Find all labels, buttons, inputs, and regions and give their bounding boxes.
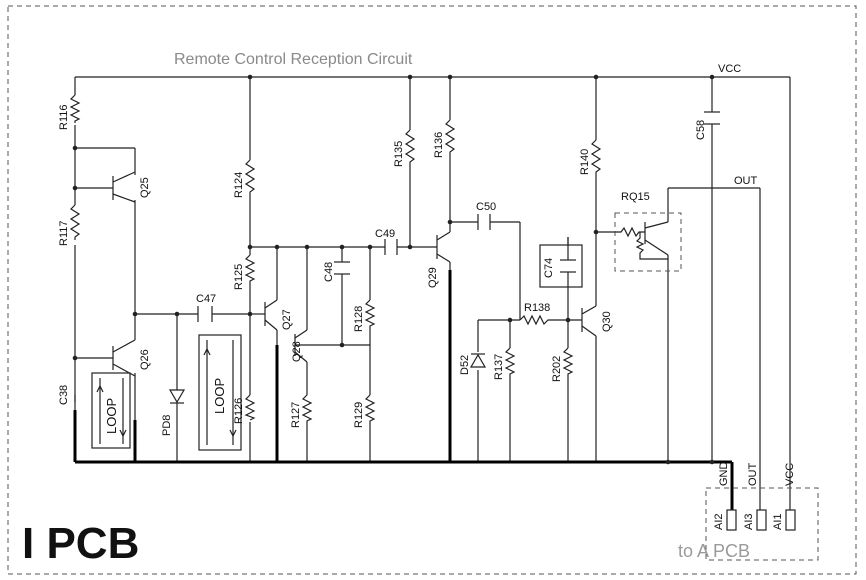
label-D52: D52	[459, 355, 471, 375]
connector-pin-AI3	[756, 509, 767, 531]
connector-pin-AI2	[726, 509, 737, 531]
resistor-R124	[244, 159, 256, 195]
resistor-R140	[590, 139, 602, 175]
connector-signal-vcc: VCC	[784, 463, 796, 486]
capacitors	[74, 111, 720, 402]
ground-rail	[73, 270, 734, 510]
label-PD8: PD8	[161, 415, 173, 436]
net-labels: VCC OUT	[718, 63, 758, 187]
label-Q30: Q30	[601, 311, 613, 332]
resistor-R126	[244, 394, 256, 421]
loop-antenna-right	[198, 334, 242, 451]
component-labels: R116 Q25 R117 Q26 C38 LOOP PD8 C47 LOOP …	[58, 105, 707, 436]
resistor-R125	[244, 254, 256, 285]
transistor-Q25	[112, 171, 136, 203]
connector-pin-label-ai2: AI2	[713, 513, 725, 530]
connector-signal-gnd: GND	[718, 462, 730, 487]
resistor-R138	[519, 314, 555, 326]
resistor-R202	[562, 347, 574, 380]
label-C58: C58	[695, 120, 707, 140]
resistor-R128	[364, 299, 376, 330]
net-label-vcc: VCC	[718, 63, 741, 75]
label-R137: R137	[493, 354, 505, 380]
transistors	[112, 171, 682, 377]
label-R129: R129	[353, 402, 365, 428]
connector-pin-label-ai3: AI3	[743, 513, 755, 530]
label-Q27: Q27	[281, 309, 293, 330]
label-C48: C48	[323, 262, 335, 282]
capacitor-C48	[334, 261, 350, 275]
label-R128: R128	[353, 306, 365, 332]
board-outline	[7, 5, 857, 575]
label-R116: R116	[58, 105, 70, 130]
label-Q25: Q25	[139, 177, 151, 198]
capacitor-C47	[197, 306, 213, 322]
connector-signal-out: OUT	[747, 463, 759, 487]
connector-block	[705, 487, 819, 561]
diagram-title: Remote Control Reception Circuit	[174, 51, 413, 68]
label-R125: R125	[233, 264, 245, 290]
label-R140: R140	[579, 149, 591, 175]
capacitor-C74	[539, 237, 583, 288]
label-R136: R136	[433, 132, 445, 158]
label-R117: R117	[58, 221, 70, 246]
transistor-Q27	[264, 299, 278, 331]
label-C47: C47	[196, 293, 216, 305]
label-R202: R202	[551, 356, 563, 382]
transistor-Q28	[294, 329, 308, 363]
resistor-R135	[404, 129, 416, 165]
resistors	[69, 94, 602, 425]
connector-destination-label: to A PCB	[678, 541, 750, 561]
transistor-Q26	[112, 339, 136, 377]
label-R138: R138	[524, 302, 550, 314]
label-Q29: Q29	[427, 267, 439, 288]
transistor-RQ15	[614, 212, 682, 272]
resistor-R137	[504, 347, 516, 380]
label-R126: R126	[233, 398, 245, 424]
label-R124: R124	[233, 172, 245, 198]
capacitor-C58	[704, 111, 720, 125]
board-label: I PCB	[22, 519, 139, 568]
capacitor-C49	[384, 239, 398, 255]
diode-D52	[469, 353, 487, 368]
net-label-out: OUT	[734, 175, 758, 187]
resistor-R116	[69, 94, 81, 123]
resistor-R117	[69, 204, 81, 240]
label-RQ15: RQ15	[621, 191, 650, 203]
loop-antenna-left	[91, 372, 131, 449]
connector-pin-AI1	[785, 509, 796, 531]
resistor-R136	[444, 119, 456, 155]
label-C38: C38	[58, 385, 70, 405]
label-Q26: Q26	[139, 349, 151, 370]
loop-antennas	[91, 334, 242, 451]
label-loop-right: LOOP	[212, 378, 227, 414]
photodiode-PD8	[168, 385, 186, 405]
label-Q28: Q28	[291, 341, 303, 362]
capacitor-C50	[477, 214, 491, 230]
junctions	[72, 74, 715, 465]
diodes	[168, 353, 487, 405]
connector-labels: GND OUT VCC AI2 AI3 AI1 to A PCB	[678, 462, 796, 562]
resistor-R129	[364, 394, 376, 425]
label-C49: C49	[375, 228, 395, 240]
transistor-Q30	[581, 305, 597, 337]
label-R135: R135	[393, 141, 405, 167]
resistor-R127	[301, 394, 313, 425]
connector-pin-label-ai1: AI1	[772, 513, 784, 530]
label-R127: R127	[290, 402, 302, 428]
label-C50: C50	[476, 201, 496, 213]
transistor-Q29	[436, 231, 451, 263]
label-C74: C74	[543, 258, 555, 278]
label-loop-left: LOOP	[104, 398, 119, 434]
